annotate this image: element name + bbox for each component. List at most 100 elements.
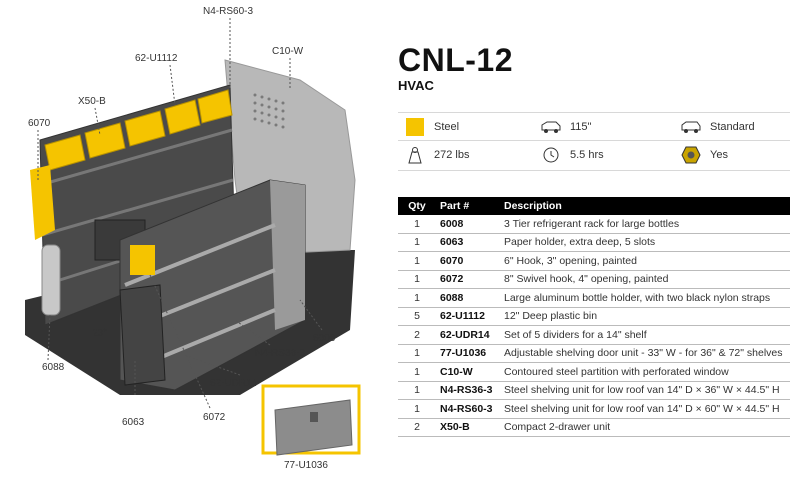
- spec-hardware-label: Yes: [710, 149, 728, 161]
- cell-qty: 1: [398, 381, 436, 400]
- spec-van-roof-label: Standard: [710, 121, 755, 133]
- paper-holder: [119, 284, 166, 386]
- cell-part: 62-U1112: [436, 307, 500, 326]
- cell-description: 6" Hook, 3" opening, painted: [500, 251, 790, 271]
- header-qty: Qty: [398, 197, 436, 215]
- plastic-bins: [44, 89, 233, 171]
- time-icon: [540, 146, 562, 164]
- cell-qty: 2: [398, 325, 436, 345]
- cell-qty: 1: [398, 344, 436, 363]
- cell-part: 62-UDR14: [436, 325, 500, 345]
- cell-qty: 2: [398, 418, 436, 437]
- van-length-icon: [540, 118, 562, 136]
- callout-6008: 6008: [313, 333, 336, 344]
- bottle-holder: [41, 244, 61, 316]
- cell-description: Compact 2-drawer unit: [500, 418, 790, 437]
- cell-qty: 1: [398, 251, 436, 271]
- callout-x50-b: X50-B: [78, 96, 106, 107]
- van-roof-icon: [680, 118, 702, 136]
- header-description: Description: [500, 197, 790, 215]
- spec-weight-label: 272 lbs: [434, 149, 470, 161]
- callout-62-udr14: 62-UDR14: [210, 378, 258, 389]
- cell-part: N4-RS60-3: [436, 399, 500, 419]
- cell-part: 6088: [436, 288, 500, 308]
- cell-description: Set of 5 dividers for a 14" shelf: [500, 325, 790, 345]
- partition-perforations: [253, 93, 285, 129]
- cell-qty: 1: [398, 270, 436, 289]
- cell-qty: 5: [398, 307, 436, 326]
- table-header-row: Qty Part # Description: [398, 197, 790, 215]
- spec-material-label: Steel: [434, 121, 460, 133]
- cell-part: C10-W: [436, 362, 500, 382]
- cell-qty: 1: [398, 215, 436, 234]
- spec-install-time: 5.5 hrs: [540, 146, 604, 164]
- cell-qty: 1: [398, 288, 436, 308]
- callout-angle: 23°: [92, 328, 108, 339]
- hardware-nut-icon: [680, 146, 702, 164]
- hook-bracket: [30, 165, 55, 240]
- cell-part: 6072: [436, 270, 500, 289]
- spec-install-time-label: 5.5 hrs: [570, 149, 604, 161]
- cell-part: 6008: [436, 215, 500, 234]
- cell-qty: 1: [398, 362, 436, 382]
- cell-description: 12" Deep plastic bin: [500, 307, 790, 326]
- callout-leaders: [37, 18, 323, 409]
- cell-description: Adjustable shelving door unit - 33" W - …: [500, 344, 790, 363]
- yellow-swatch-icon: [404, 118, 426, 136]
- callout-6088: 6088: [42, 362, 65, 373]
- cell-qty: 1: [398, 233, 436, 252]
- spec-van-length: 115": [540, 118, 591, 136]
- spec-material: Steel: [404, 118, 459, 136]
- spec-van-roof: Standard: [680, 118, 755, 136]
- swivel-hook: [130, 245, 155, 275]
- spec-divider-top: [398, 112, 790, 113]
- header-part: Part #: [436, 197, 500, 215]
- cell-description: 3 Tier refrigerant rack for large bottle…: [500, 215, 790, 234]
- callout-77-u1036: 77-U1036: [284, 460, 328, 471]
- cell-part: N4-RS36-3: [436, 381, 500, 400]
- cell-part: 77-U1036: [436, 344, 500, 363]
- callout-c10-w: C10-W: [272, 46, 304, 57]
- door-unit-latch: [310, 412, 318, 422]
- cell-description: Contoured steel partition with perforate…: [500, 362, 790, 382]
- cell-part: 6070: [436, 251, 500, 271]
- cell-qty: 1: [398, 399, 436, 419]
- door-unit-panel: [274, 399, 353, 456]
- spec-hardware: Yes: [680, 146, 728, 164]
- product-title: CNL-12: [398, 42, 514, 78]
- spec-weight: 272 lbs: [404, 146, 469, 164]
- shelving-end-panel: [270, 180, 305, 330]
- callout-n4-rs60-3: N4-RS60-3: [203, 6, 254, 17]
- cell-part: 6063: [436, 233, 500, 252]
- callout-62-u1112: 62-U1112: [135, 53, 178, 64]
- van-shelving-illustration: [25, 18, 361, 456]
- callout-6063: 6063: [122, 417, 145, 428]
- callout-n4-rs36-3: N4-RS36-3: [255, 348, 306, 359]
- cell-description: Steel shelving unit for low roof van 14"…: [500, 381, 790, 400]
- cell-part: X50-B: [436, 418, 500, 437]
- cell-description: Steel shelving unit for low roof van 14"…: [500, 399, 790, 419]
- cell-description: Large aluminum bottle holder, with two b…: [500, 288, 790, 308]
- spec-divider-bottom: [398, 170, 790, 171]
- weight-icon: [404, 146, 426, 164]
- cell-description: 8" Swivel hook, 4" opening, painted: [500, 270, 790, 289]
- spec-divider-mid: [398, 140, 790, 141]
- callout-6072: 6072: [203, 412, 226, 423]
- cell-description: Paper holder, extra deep, 5 slots: [500, 233, 790, 252]
- spec-van-length-label: 115": [570, 121, 592, 133]
- callout-6070: 6070: [28, 118, 51, 129]
- product-subtitle: HVAC: [398, 78, 434, 93]
